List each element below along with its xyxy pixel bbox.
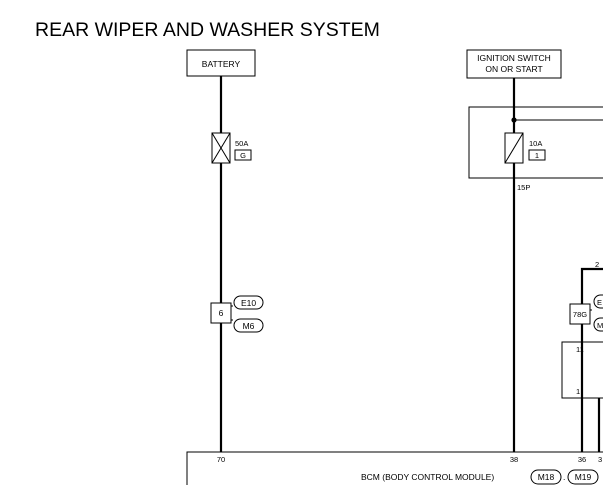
fuse-50a-id: G bbox=[240, 151, 246, 160]
bcm-label-group: BCM (BODY CONTROL MODULE) M18 . M19 bbox=[361, 469, 599, 485]
bcm-connector-separator: . bbox=[563, 472, 565, 482]
bcm-connector-m18: M18 bbox=[538, 472, 555, 482]
fuse-10a: 10A 1 bbox=[504, 132, 546, 164]
fuse-10a-id-box bbox=[528, 149, 546, 161]
right-partial-circuit: 2 78G E M 11 1 bbox=[561, 260, 603, 452]
fuse-10a-id: 1 bbox=[535, 151, 539, 160]
connector-m-partial-label: M bbox=[597, 321, 603, 330]
bcm-pin-36: 36 bbox=[578, 455, 586, 464]
bcm-boundary bbox=[186, 451, 603, 485]
ignition-switch-label-line1: IGNITION SWITCH bbox=[477, 53, 551, 63]
fuse-50a-cross-b bbox=[211, 132, 231, 164]
fuse-50a-rating: 50A bbox=[235, 139, 248, 148]
connector-78g-box bbox=[569, 303, 591, 325]
pin2-wire bbox=[580, 267, 603, 452]
connector-m6-label: M6 bbox=[243, 321, 255, 331]
connector-pin6-label: 6 bbox=[219, 308, 224, 318]
fuse-50a-id-box bbox=[234, 149, 252, 161]
bcm-label: BCM (BODY CONTROL MODULE) bbox=[361, 472, 494, 482]
pin-11-label: 11 bbox=[576, 345, 584, 354]
junction-15p-label: 15P bbox=[517, 183, 530, 192]
bcm-connector-m18-oval bbox=[530, 469, 562, 485]
connector-e-partial-oval bbox=[593, 294, 603, 309]
battery-label: BATTERY bbox=[202, 59, 241, 69]
connector-m-partial-oval bbox=[593, 317, 603, 332]
bcm-connector-m19-oval bbox=[567, 469, 599, 485]
bcm-pin-3: 3 bbox=[598, 455, 602, 464]
battery-block: BATTERY bbox=[186, 49, 256, 77]
fuse-block-enclosure bbox=[468, 106, 603, 179]
connector-pin6-box bbox=[210, 302, 232, 324]
bcm-connector-m19: M19 bbox=[575, 472, 592, 482]
connector-78g-label: 78G bbox=[573, 310, 587, 319]
battery-box bbox=[186, 49, 256, 77]
pin-1-label: 1 bbox=[576, 387, 580, 396]
ignition-switch-label-line2: ON OR START bbox=[485, 64, 542, 74]
component-box-partial bbox=[561, 341, 603, 399]
bcm-pin-70: 70 bbox=[217, 455, 225, 464]
fuse-10a-rating: 10A bbox=[529, 139, 542, 148]
ignition-switch-block: IGNITION SWITCH ON OR START bbox=[466, 49, 562, 79]
connector-e10-label: E10 bbox=[241, 298, 256, 308]
fuse-50a: 50A G bbox=[211, 132, 252, 164]
connector-e10-m6: 6 E10 M6 bbox=[210, 295, 264, 333]
ignition-switch-box bbox=[466, 49, 562, 79]
connector-m6-oval bbox=[233, 318, 264, 333]
bcm-pin-38: 38 bbox=[510, 455, 518, 464]
diagram-title: REAR WIPER AND WASHER SYSTEM bbox=[35, 19, 380, 41]
connector-e-partial-label: E bbox=[597, 298, 602, 307]
pin-2-label: 2 bbox=[595, 260, 599, 269]
fuse-10a-diagonal bbox=[504, 132, 524, 164]
connector-e10-oval bbox=[233, 295, 264, 310]
